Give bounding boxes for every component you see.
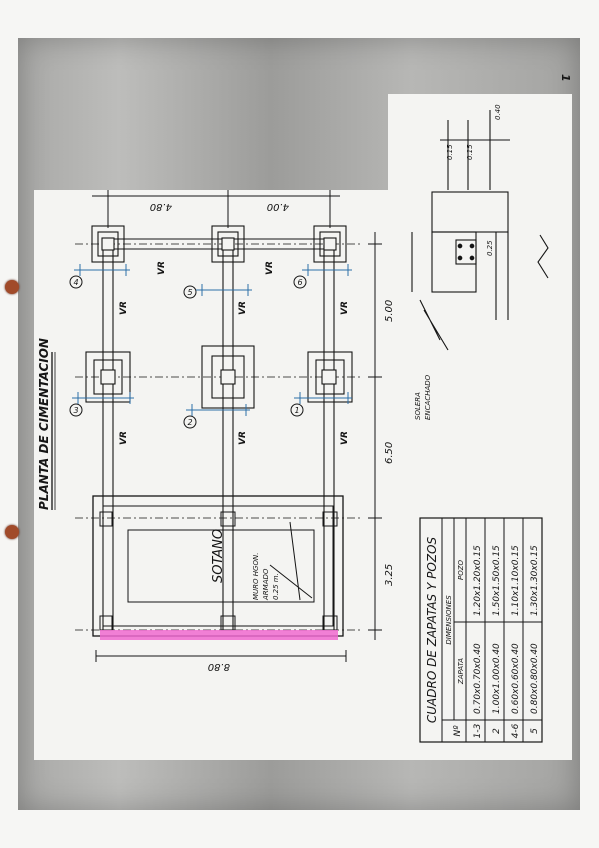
table-title: CUADRO DE ZAPATAS Y POZOS [425, 537, 439, 724]
table-row-4-num: 5 [530, 728, 540, 734]
svg-text:VR: VR [157, 261, 167, 275]
table-row-3-num: 4-6 [511, 723, 521, 738]
table-group-header: DIMENSIONES [445, 595, 453, 645]
beam-labels: VR VR VR VR VR VR VR VR [119, 261, 350, 445]
svg-text:MURO HGON.: MURO HGON. [252, 553, 260, 600]
footing-number-2: 2 [187, 418, 192, 427]
highlight-bar [100, 630, 338, 640]
footing-markers [69, 275, 307, 429]
svg-text:ARMADO: ARMADO [262, 568, 270, 601]
section-detail [411, 110, 549, 351]
dimension-bottom: 8.80 [208, 661, 230, 672]
foundation-beams [102, 238, 335, 630]
table-row-3-zapata: 0.60x0.60x0.40 [511, 643, 521, 714]
footing-number-1: 1 [294, 406, 299, 415]
svg-text:VR: VR [119, 431, 129, 445]
svg-text:0.25 m.: 0.25 m. [272, 573, 280, 600]
svg-text:SOLERA: SOLERA [414, 392, 422, 420]
table-row-2-pozo: 1.50x1.50x0.15 [492, 545, 502, 616]
dimension-top-right: 4.00 [267, 201, 289, 212]
svg-text:ENCACHADO: ENCACHADO [424, 374, 432, 420]
detail-dim-1: 0.40 [494, 104, 502, 120]
table-row-2-num: 2 [492, 728, 502, 734]
page-number: 1 [559, 74, 572, 82]
svg-text:VR: VR [340, 301, 350, 315]
basement-label: SOTANO [211, 529, 226, 583]
table-row-3-pozo: 1.10x1.10x0.15 [511, 545, 521, 616]
footings [85, 225, 353, 409]
footings-table: CUADRO DE ZAPATAS Y POZOS DIMENSIONES Nº… [419, 517, 543, 743]
table-row-1-pozo: 1.20x1.20x0.15 [473, 545, 483, 616]
punch-hole-top [5, 280, 19, 294]
wall-note: MURO HGON. ARMADO 0.25 m. [252, 553, 280, 601]
svg-text:VR: VR [238, 431, 248, 445]
section-marks [72, 264, 352, 416]
table-col-pozo: POZO [457, 559, 465, 580]
dimension-seg3: 5.00 [384, 300, 395, 322]
plan-title: PLANTA DE CIMENTACION [37, 338, 51, 510]
footing-number-6: 6 [297, 278, 302, 287]
punch-hole-bottom [5, 525, 19, 539]
top-dimension-line [92, 190, 340, 228]
svg-text:VR: VR [238, 301, 248, 315]
table-row-4-pozo: 1.30x1.30x0.15 [530, 545, 540, 616]
right-dimension-line [368, 232, 382, 640]
drawing-paper-right [388, 94, 572, 674]
table-col-num: Nº [453, 725, 463, 737]
table-col-zapata: ZAPATA [457, 658, 465, 685]
dimension-seg2: 6.50 [384, 442, 395, 464]
detail-dim-3: 0.15 [466, 144, 474, 160]
table-row-1-num: 1-3 [473, 723, 483, 738]
detail-dim-4: 0.25 [486, 240, 494, 256]
table-row-4-zapata: 0.80x0.80x0.40 [530, 643, 540, 714]
dimension-seg1: 3.25 [384, 564, 395, 586]
footing-number-3: 3 [73, 406, 78, 415]
svg-text:VR: VR [119, 301, 129, 315]
dimension-top-left: 4.80 [150, 201, 172, 212]
table-row-2-zapata: 1.00x1.00x0.40 [492, 643, 502, 714]
footing-number-4: 4 [73, 278, 78, 287]
detail-dim-2: 0.15 [446, 144, 454, 160]
svg-text:VR: VR [265, 261, 275, 275]
drawing-paper-bottom [34, 672, 572, 760]
detail-note: SOLERA ENCACHADO [414, 374, 432, 420]
table-row-1-zapata: 0.70x0.70x0.40 [473, 643, 483, 714]
svg-text:VR: VR [340, 431, 350, 445]
footing-number-5: 5 [187, 288, 192, 297]
